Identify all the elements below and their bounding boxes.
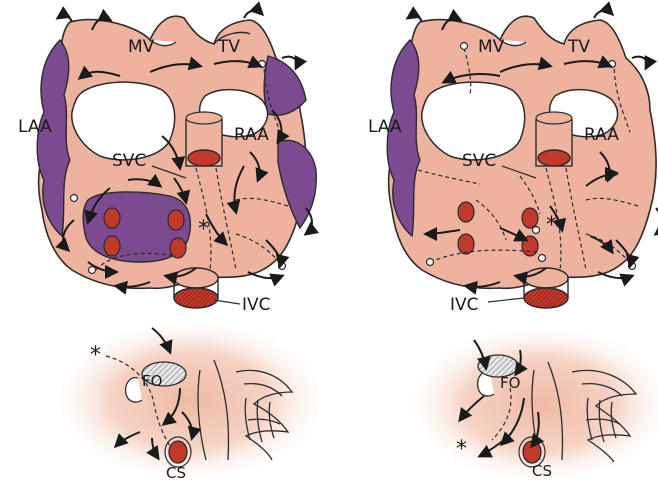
tv-label: TV	[217, 37, 240, 57]
cs-label: CS	[532, 462, 552, 479]
star-label: *	[456, 437, 467, 462]
ivc-label: IVC	[450, 295, 479, 315]
left-heart-panel: LAA MV TV RAA SVC IVC *	[18, 11, 316, 315]
cs-label: CS	[166, 464, 186, 479]
raa-label: RAA	[234, 125, 269, 145]
ivc-ostium	[174, 288, 218, 308]
ivc-label: IVC	[242, 295, 271, 315]
right-heart-panel: LAA MV TV RAA SVC IVC *	[368, 11, 658, 315]
tv-label: TV	[567, 37, 590, 57]
pv-ostium	[168, 210, 184, 230]
star-label: *	[198, 217, 209, 242]
mv-label: MV	[128, 37, 155, 57]
pv-ostium	[104, 236, 120, 256]
bottom-right-septum-panel: FO * CS	[414, 328, 658, 479]
cs-ostium	[169, 441, 187, 463]
pv-ostium	[104, 208, 120, 228]
bottom-left-septum-panel: * FO CS	[60, 322, 320, 479]
fo-label: FO	[500, 374, 520, 392]
mv-label: MV	[478, 37, 505, 57]
svc-label: SVC	[112, 151, 146, 171]
svc-label: SVC	[462, 151, 496, 171]
fo-label: FO	[142, 372, 162, 390]
laa-label: LAA	[368, 117, 402, 137]
star-label: *	[546, 213, 557, 238]
raa-label: RAA	[584, 125, 619, 145]
laa-label: LAA	[18, 117, 52, 137]
star-label: *	[90, 343, 101, 368]
svc-ostium	[188, 150, 220, 166]
